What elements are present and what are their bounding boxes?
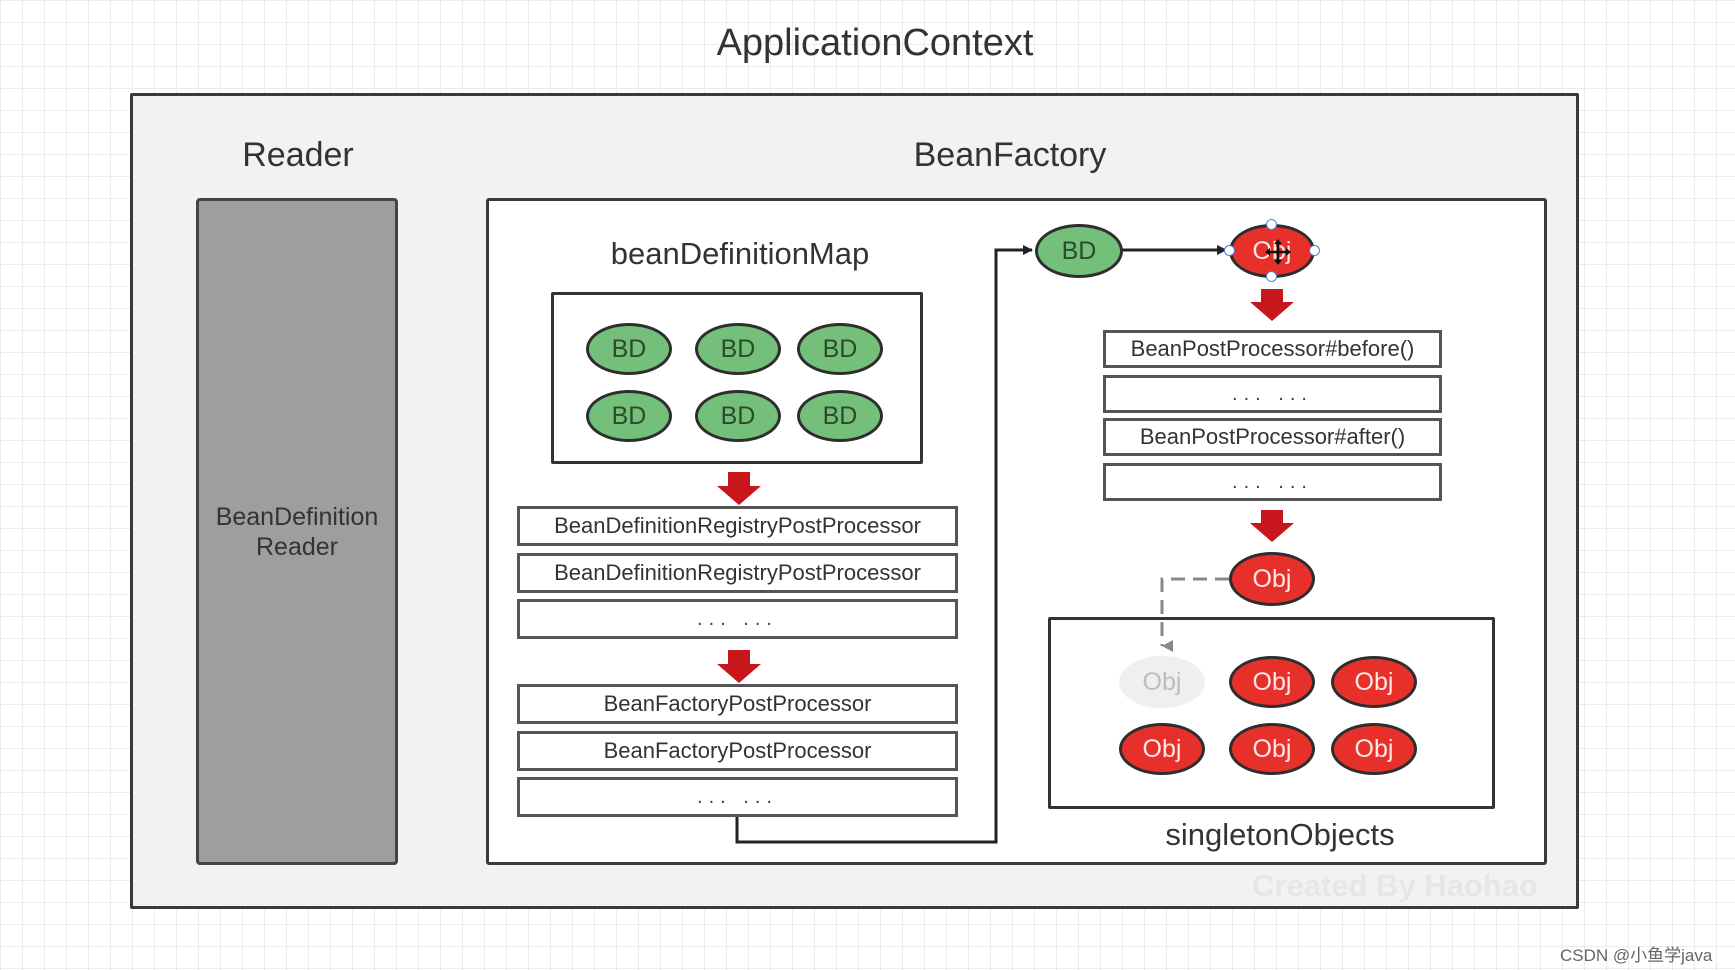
move-icon [1265, 239, 1291, 265]
singleton-obj-node: Obj [1331, 656, 1417, 708]
red-down-arrow [717, 650, 761, 683]
red-down-arrow [717, 472, 761, 505]
bean-post-processor-before: BeanPostProcessor#before() [1103, 330, 1442, 368]
bean-definition-node: BD [695, 323, 781, 375]
singleton-obj-node: Obj [1229, 723, 1315, 775]
red-down-arrow [1250, 510, 1294, 542]
bean-definition-map-title: beanDefinitionMap [610, 236, 870, 271]
singleton-obj-node: Obj [1229, 656, 1315, 708]
registry-post-processor-ellipsis: ... ... [517, 599, 958, 639]
credit-label: CSDN @小鱼学java [1560, 946, 1713, 965]
factory-post-processor-row: BeanFactoryPostProcessor [517, 731, 958, 771]
bean-definition-node: BD [797, 323, 883, 375]
bean-post-processor-ellipsis: ... ... [1103, 375, 1442, 413]
bean-post-processor-ellipsis: ... ... [1103, 463, 1442, 501]
selection-handle[interactable] [1309, 245, 1320, 256]
selection-handle[interactable] [1266, 271, 1277, 282]
bean-factory-title: BeanFactory [913, 136, 1107, 174]
selection-handle[interactable] [1224, 245, 1235, 256]
singleton-objects-box [1048, 617, 1495, 809]
registry-post-processor-row: BeanDefinitionRegistryPostProcessor [517, 506, 958, 546]
singleton-objects-title: singletonObjects [1165, 817, 1395, 852]
flow-obj-node: Obj [1229, 552, 1315, 606]
flow-bean-definition-node: BD [1035, 224, 1123, 278]
registry-post-processor-row: BeanDefinitionRegistryPostProcessor [517, 553, 958, 593]
dashed-connector [1160, 577, 1229, 652]
bean-definition-node: BD [586, 390, 672, 442]
bean-definition-node: BD [586, 323, 672, 375]
bean-definition-node: BD [797, 390, 883, 442]
factory-post-processor-ellipsis: ... ... [517, 777, 958, 817]
bean-definition-node: BD [695, 390, 781, 442]
singleton-obj-ghost: Obj [1119, 656, 1205, 708]
bean-post-processor-after: BeanPostProcessor#after() [1103, 418, 1442, 456]
flow-obj-node-selected[interactable]: Obj [1229, 224, 1315, 278]
singleton-obj-node: Obj [1119, 723, 1205, 775]
reader-box: BeanDefinitionReader [196, 198, 398, 865]
app-title: ApplicationContext [716, 22, 1034, 64]
factory-post-processor-row: BeanFactoryPostProcessor [517, 684, 958, 724]
watermark: Created By Haohao [1252, 868, 1538, 903]
red-down-arrow [1250, 289, 1294, 321]
bean-definition-reader-label: BeanDefinitionReader [215, 502, 379, 561]
singleton-obj-node: Obj [1331, 723, 1417, 775]
connector-line [735, 245, 1033, 844]
reader-title: Reader [242, 136, 354, 174]
selection-handle[interactable] [1266, 219, 1277, 230]
